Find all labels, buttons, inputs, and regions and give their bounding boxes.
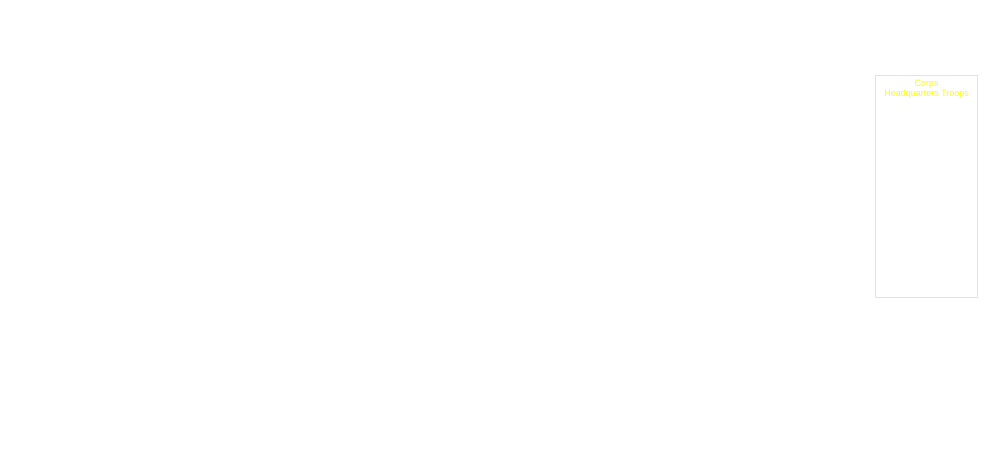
unit-title: Corps Headquarters Troops [884, 78, 969, 98]
unit-box-corps-headquarters-troops: Corps Headquarters Troops [875, 75, 978, 298]
